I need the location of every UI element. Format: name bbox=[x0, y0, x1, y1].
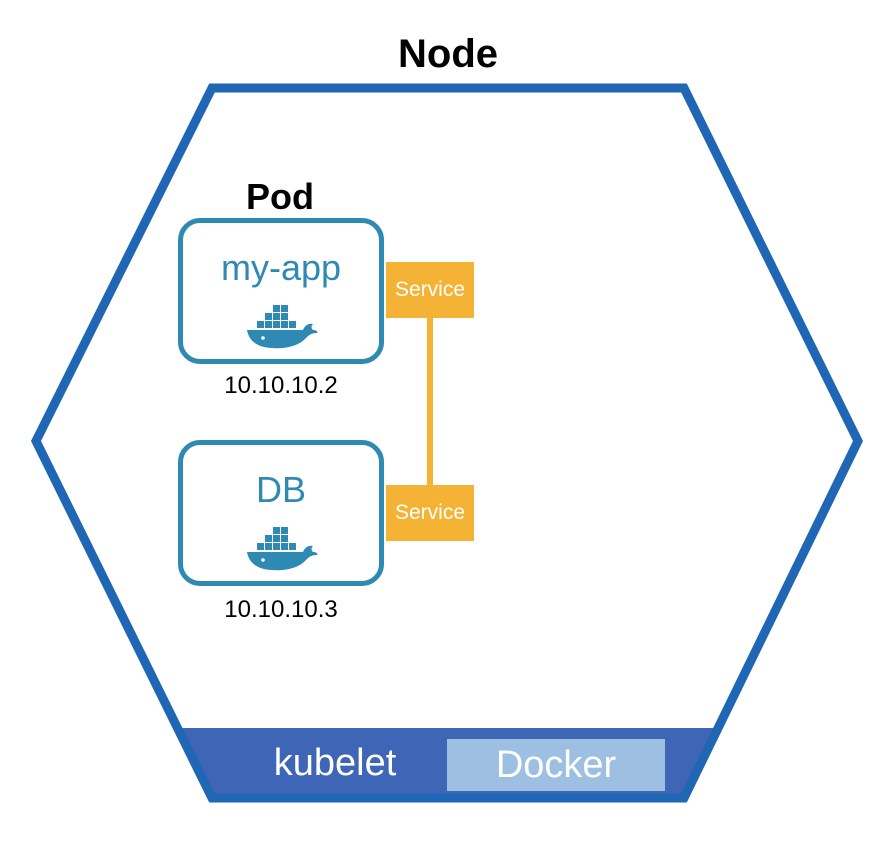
pod-ip: 10.10.10.2 bbox=[224, 372, 338, 399]
kubelet-label: kubelet bbox=[273, 742, 397, 784]
node-hexagon bbox=[30, 83, 864, 803]
pod-my-app[interactable]: my-app bbox=[178, 218, 384, 364]
service-my-app[interactable]: Service bbox=[386, 262, 474, 318]
docker-whale-icon bbox=[247, 305, 318, 349]
pod-name: my-app bbox=[220, 247, 342, 288]
node-title: Node bbox=[398, 32, 498, 76]
docker-whale-icon bbox=[247, 527, 318, 571]
docker-runtime-box[interactable]: Docker bbox=[447, 739, 665, 791]
pod-db[interactable]: DB bbox=[178, 440, 384, 586]
pod-title: Pod bbox=[246, 176, 314, 217]
pod-ip: 10.10.10.3 bbox=[224, 596, 338, 623]
pod-name: DB bbox=[255, 469, 306, 510]
service-db[interactable]: Service bbox=[386, 485, 474, 541]
